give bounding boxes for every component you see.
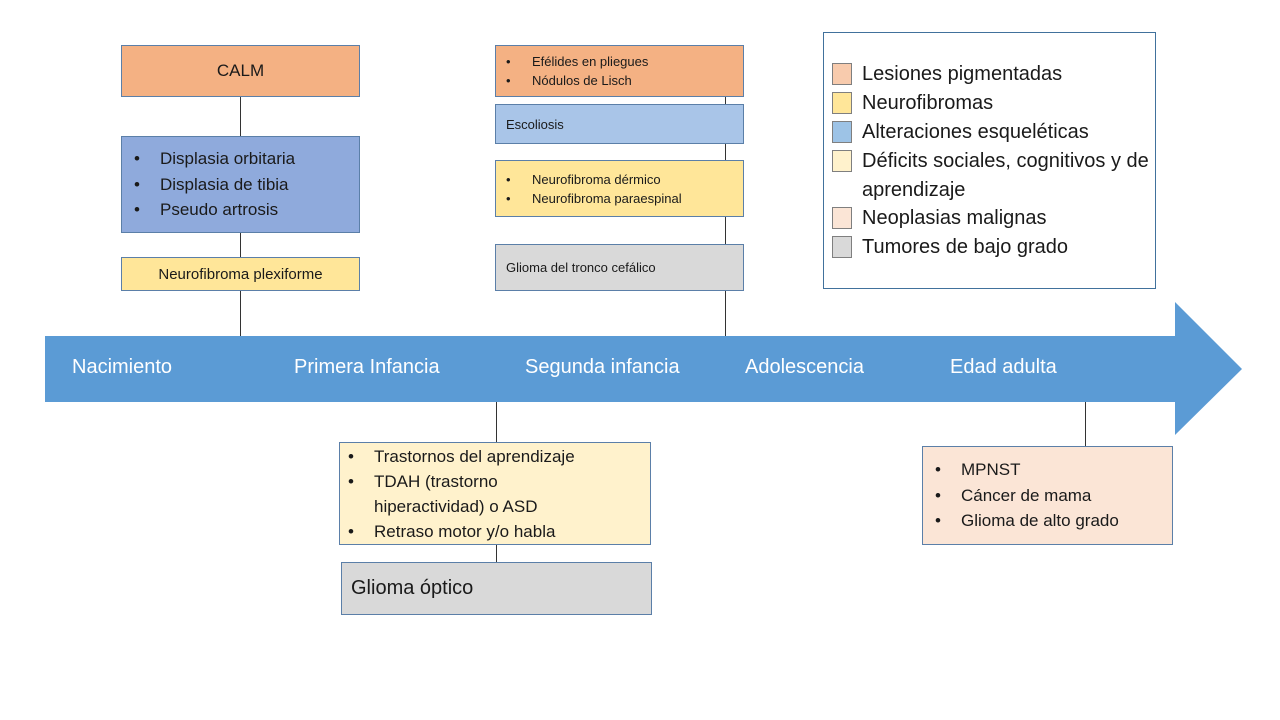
scoliosis-label: Escoliosis xyxy=(506,116,564,132)
list-item: Displasia orbitaria xyxy=(134,146,295,172)
legend-label: Déficits sociales, cognitivos y de apren… xyxy=(862,150,1149,201)
neurofibromas-list: Neurofibroma dérmico Neurofibroma paraes… xyxy=(496,170,682,208)
scoliosis-box: Escoliosis xyxy=(495,104,744,144)
legend-item: Tumores de bajo grado xyxy=(832,233,1152,262)
legend-item: Déficits sociales, cognitivos y de apren… xyxy=(832,147,1152,205)
plexiform-label: Neurofibroma plexiforme xyxy=(158,265,323,283)
legend-item: Neurofibromas xyxy=(832,89,1152,118)
neurofibromas-box: Neurofibroma dérmico Neurofibroma paraes… xyxy=(495,160,744,217)
list-item: Retraso motor y/o habla xyxy=(348,519,638,544)
plexiform-box: Neurofibroma plexiforme xyxy=(121,257,360,291)
legend-label: Alteraciones esqueléticas xyxy=(862,121,1089,143)
legend-swatch xyxy=(832,236,852,258)
stage-label: Adolescencia xyxy=(745,356,864,378)
optic-glioma-box: Glioma óptico xyxy=(341,562,652,615)
legend-label: Neurofibromas xyxy=(862,92,994,114)
legend-swatch xyxy=(832,207,852,229)
calm-box: CALM xyxy=(121,45,360,97)
legend-swatch xyxy=(832,121,852,143)
legend: Lesiones pigmentadas Neurofibromas Alter… xyxy=(823,32,1156,289)
malignant-box: MPNST Cáncer de mama Glioma de alto grad… xyxy=(922,446,1173,545)
skeletal-early-box: Displasia orbitaria Displasia de tibia P… xyxy=(121,136,360,233)
list-item: Efélides en pliegues xyxy=(506,52,648,71)
legend-label: Tumores de bajo grado xyxy=(862,236,1069,258)
list-item: Pseudo artrosis xyxy=(134,197,295,223)
legend-label: Lesiones pigmentadas xyxy=(862,63,1063,85)
optic-glioma-label: Glioma óptico xyxy=(351,577,474,599)
list-item: Glioma de alto grado xyxy=(935,508,1119,534)
legend-swatch xyxy=(832,150,852,172)
social-deficits-list: Trastornos del aprendizaje TDAH (trastor… xyxy=(340,444,638,544)
brainstem-glioma-label: Glioma del tronco cefálico xyxy=(506,260,656,275)
list-item: Displasia de tibia xyxy=(134,172,295,198)
list-item: Trastornos del aprendizaje xyxy=(348,444,638,469)
malignant-list: MPNST Cáncer de mama Glioma de alto grad… xyxy=(923,457,1119,534)
skeletal-early-list: Displasia orbitaria Displasia de tibia P… xyxy=(122,146,295,223)
list-item: Nódulos de Lisch xyxy=(506,71,648,90)
list-item: Cáncer de mama xyxy=(935,483,1119,509)
legend-item: Lesiones pigmentadas xyxy=(832,60,1152,89)
calm-label: CALM xyxy=(216,61,265,80)
legend-item: Neoplasias malignas xyxy=(832,204,1152,233)
pigment-later-list: Efélides en pliegues Nódulos de Lisch xyxy=(496,52,648,90)
timeline-arrow-shape xyxy=(45,302,1242,435)
list-item: TDAH (trastorno hiperactividad) o ASD xyxy=(348,469,574,519)
legend-swatch xyxy=(832,63,852,85)
legend-item: Alteraciones esqueléticas xyxy=(832,118,1152,147)
connector-line xyxy=(1085,402,1086,447)
pigment-later-box: Efélides en pliegues Nódulos de Lisch xyxy=(495,45,744,97)
list-item: Neurofibroma dérmico xyxy=(506,170,682,189)
brainstem-glioma-box: Glioma del tronco cefálico xyxy=(495,244,744,291)
legend-swatch xyxy=(832,92,852,114)
legend-label: Neoplasias malignas xyxy=(862,207,1047,229)
list-item: Neurofibroma paraespinal xyxy=(506,189,682,208)
stage-label: Edad adulta xyxy=(950,356,1057,378)
stage-label: Nacimiento xyxy=(72,356,173,378)
stage-label: Segunda infancia xyxy=(525,356,680,378)
list-item: MPNST xyxy=(935,457,1119,483)
timeline-arrow xyxy=(45,302,1242,435)
stage-label: Primera Infancia xyxy=(294,356,440,378)
social-deficits-box: Trastornos del aprendizaje TDAH (trastor… xyxy=(339,442,651,545)
